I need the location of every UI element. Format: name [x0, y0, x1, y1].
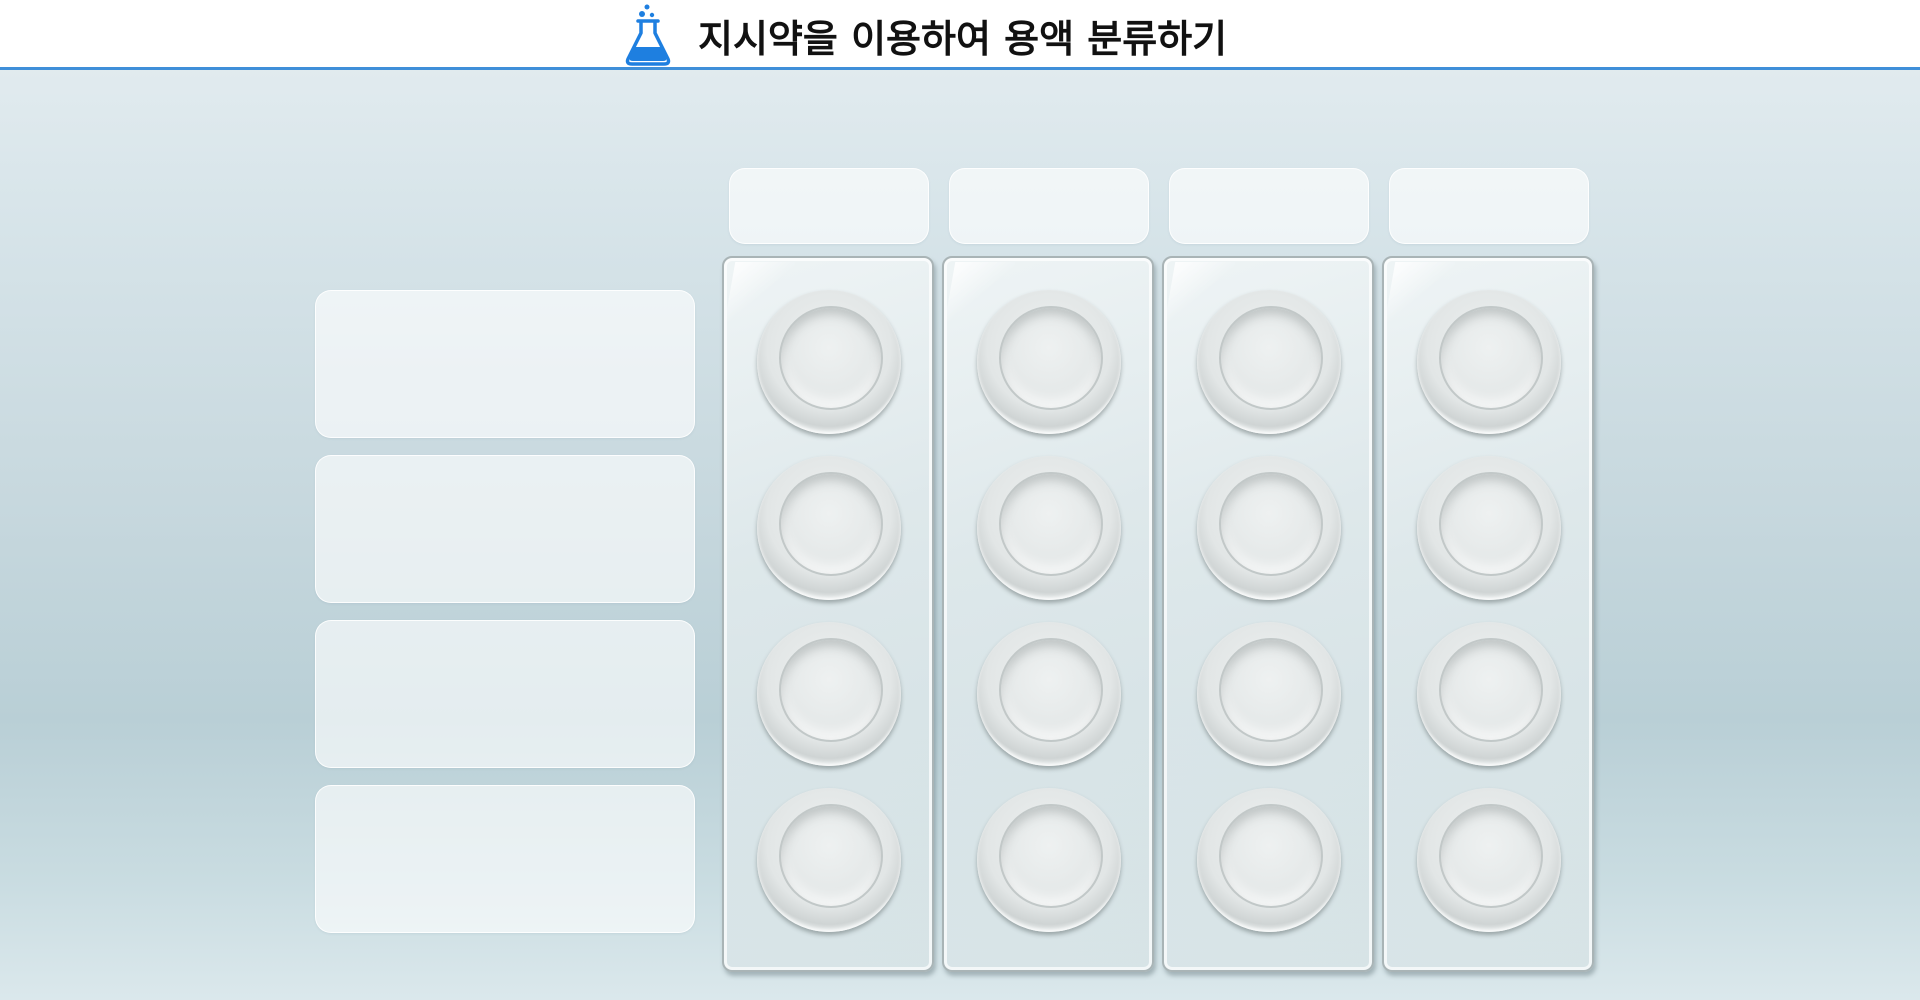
well[interactable] — [757, 456, 901, 600]
column-label-1[interactable] — [729, 168, 929, 244]
column-label-4[interactable] — [1389, 168, 1589, 244]
well[interactable] — [757, 788, 901, 932]
well[interactable] — [977, 290, 1121, 434]
well[interactable] — [1197, 788, 1341, 932]
row-label-3[interactable] — [315, 620, 695, 768]
well[interactable] — [1197, 290, 1341, 434]
flask-icon — [625, 4, 671, 66]
row-label-4[interactable] — [315, 785, 695, 933]
well[interactable] — [1197, 456, 1341, 600]
well[interactable] — [1417, 622, 1561, 766]
well[interactable] — [757, 290, 901, 434]
well[interactable] — [757, 622, 901, 766]
well[interactable] — [1417, 788, 1561, 932]
column-label-2[interactable] — [949, 168, 1149, 244]
title-group: 지시약을 이용하여 용액 분류하기 — [620, 0, 1227, 70]
well-strip-2 — [942, 256, 1154, 972]
well-strip-3 — [1162, 256, 1374, 972]
well-strip-1 — [722, 256, 934, 972]
column-label-3[interactable] — [1169, 168, 1369, 244]
page-title: 지시약을 이용하여 용액 분류하기 — [698, 16, 1228, 61]
title-bar: 지시약을 이용하여 용액 분류하기 — [0, 0, 1920, 70]
well[interactable] — [977, 788, 1121, 932]
well-strip-4 — [1382, 256, 1594, 972]
well[interactable] — [977, 622, 1121, 766]
well[interactable] — [1197, 622, 1341, 766]
row-label-1[interactable] — [315, 290, 695, 438]
row-label-2[interactable] — [315, 455, 695, 603]
well[interactable] — [1417, 290, 1561, 434]
well[interactable] — [1417, 456, 1561, 600]
well[interactable] — [977, 456, 1121, 600]
